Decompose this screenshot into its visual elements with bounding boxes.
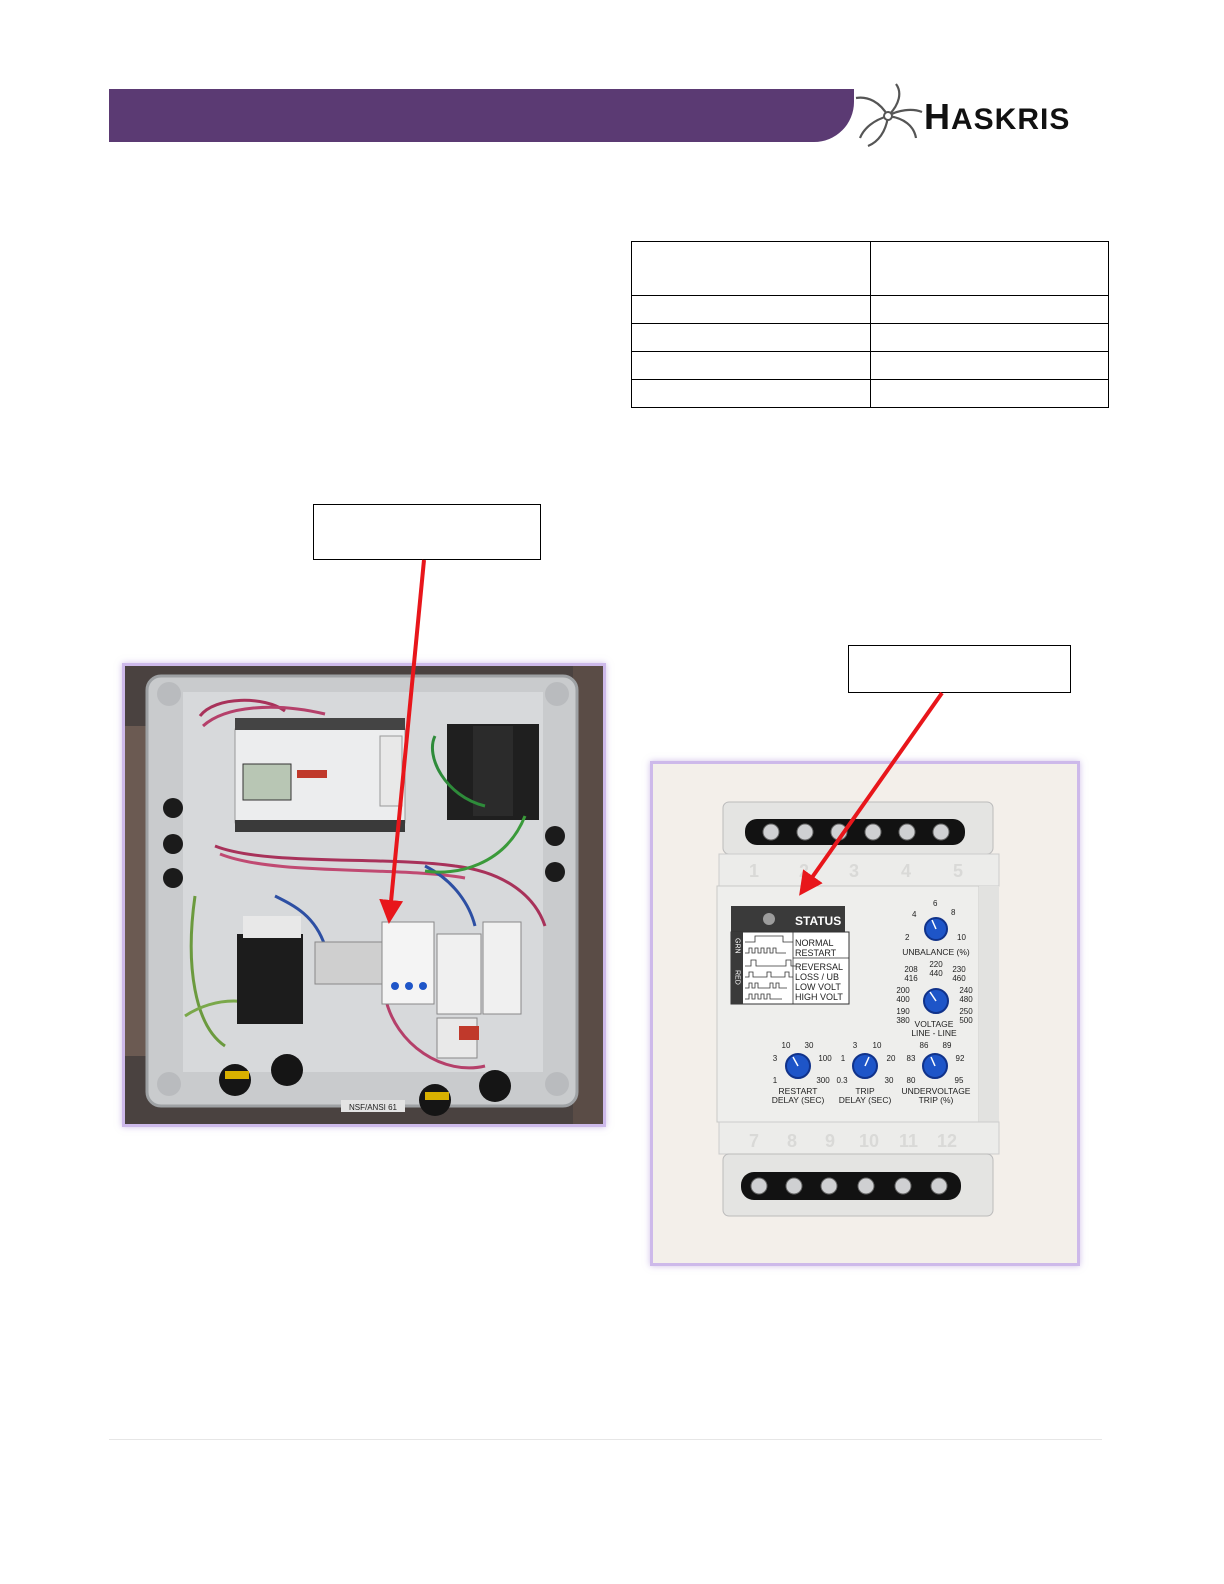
terminal-label-7: 7 xyxy=(749,1131,759,1151)
undervoltage-tick: 95 xyxy=(955,1076,964,1085)
voltage-tick: 220 xyxy=(929,960,943,969)
terminal-label-3: 3 xyxy=(849,861,859,881)
voltage-tick: 380 xyxy=(896,1016,910,1025)
status-item: HIGH VOLT xyxy=(795,992,843,1002)
restart-tick: 30 xyxy=(805,1041,814,1050)
terminal-label-10: 10 xyxy=(859,1131,879,1151)
callout-box-right xyxy=(848,645,1071,693)
status-item: LOW VOLT xyxy=(795,982,841,992)
terminal-label-4: 4 xyxy=(901,861,911,881)
swirl-logo-icon xyxy=(855,83,923,148)
voltage-tick: 416 xyxy=(904,974,918,983)
undervoltage-tick: 92 xyxy=(956,1054,965,1063)
status-item: LOSS / UB xyxy=(795,972,839,982)
terminal-label-8: 8 xyxy=(787,1131,797,1151)
table-row xyxy=(631,379,1109,408)
undervoltage-tick: 83 xyxy=(907,1054,916,1063)
voltage-tick: 208 xyxy=(904,965,918,974)
haskris-logo: HASKRIS xyxy=(850,82,1100,150)
table-row xyxy=(631,323,1109,352)
status-title: STATUS xyxy=(795,914,841,928)
restart-tick: 300 xyxy=(816,1076,830,1085)
undervoltage-tick: 80 xyxy=(907,1076,916,1085)
voltage-tick: 480 xyxy=(959,995,973,1004)
terminal-label-12: 12 xyxy=(937,1131,957,1151)
terminal-label-9: 9 xyxy=(825,1131,835,1151)
undervoltage-tick: 89 xyxy=(943,1041,952,1050)
terminal-label-1: 1 xyxy=(749,861,759,881)
trip-tick: 3 xyxy=(853,1041,858,1050)
trip-label-line2: DELAY (SEC) xyxy=(839,1095,892,1105)
trip-tick: 20 xyxy=(887,1054,896,1063)
undervoltage-label: UNDERVOLTAGE xyxy=(902,1086,971,1096)
terminal-label-5: 5 xyxy=(953,861,963,881)
restart-tick: 1 xyxy=(773,1076,778,1085)
terminal-label-11: 11 xyxy=(899,1131,918,1151)
voltage-tick: 460 xyxy=(952,974,966,983)
trip-tick: 10 xyxy=(873,1041,882,1050)
control-panel-photo: NSF/ANSI 61 xyxy=(122,663,606,1127)
restart-tick: 10 xyxy=(782,1041,791,1050)
status-item: REVERSAL xyxy=(795,962,843,972)
restart-label-line2: DELAY (SEC) xyxy=(772,1095,825,1105)
voltage-tick: 240 xyxy=(959,986,973,995)
spec-table xyxy=(631,241,1109,408)
status-item: RESTART xyxy=(795,948,837,958)
grn-label: GRN xyxy=(734,938,741,954)
footer-divider xyxy=(109,1439,1102,1440)
unbalance-tick: 8 xyxy=(951,908,956,917)
voltage-tick: 250 xyxy=(959,1007,973,1016)
voltage-label-line2: LINE - LINE xyxy=(911,1028,957,1038)
trip-label: TRIP xyxy=(855,1086,875,1096)
restart-tick: 100 xyxy=(818,1054,832,1063)
callout-box-left xyxy=(313,504,541,560)
arrow-to-status-panel xyxy=(799,691,944,896)
voltage-tick: 190 xyxy=(896,1007,910,1016)
status-item: NORMAL xyxy=(795,938,834,948)
trip-tick: 1 xyxy=(841,1054,846,1063)
unbalance-label: UNBALANCE (%) xyxy=(902,947,970,957)
header-band xyxy=(109,89,854,142)
voltage-tick: 230 xyxy=(952,965,966,974)
voltage-label: VOLTAGE xyxy=(915,1019,954,1029)
voltage-tick: 440 xyxy=(929,969,943,978)
logo-wordmark: HASKRIS xyxy=(924,96,1071,137)
table-row xyxy=(631,295,1109,324)
nsf-label: NSF/ANSI 61 xyxy=(349,1103,398,1112)
unbalance-tick: 2 xyxy=(905,933,910,942)
trip-tick: 0.3 xyxy=(836,1076,848,1085)
red-label: RED xyxy=(734,970,741,985)
voltage-tick: 400 xyxy=(896,995,910,1004)
undervoltage-label-line2: TRIP (%) xyxy=(919,1095,954,1105)
unbalance-tick: 6 xyxy=(933,899,938,908)
voltage-tick: 500 xyxy=(959,1016,973,1025)
table-row xyxy=(631,241,1109,296)
undervoltage-tick: 86 xyxy=(920,1041,929,1050)
unbalance-tick: 10 xyxy=(957,933,966,942)
restart-label: RESTART xyxy=(779,1086,818,1096)
voltage-tick: 200 xyxy=(896,986,910,995)
arrow-to-panel-relay xyxy=(379,559,426,924)
unbalance-tick: 4 xyxy=(912,910,917,919)
trip-tick: 30 xyxy=(885,1076,894,1085)
restart-tick: 3 xyxy=(773,1054,778,1063)
phase-monitor-photo: 1 2 3 4 5 STATUS GRN RED NORMAL RESTART xyxy=(650,761,1080,1266)
